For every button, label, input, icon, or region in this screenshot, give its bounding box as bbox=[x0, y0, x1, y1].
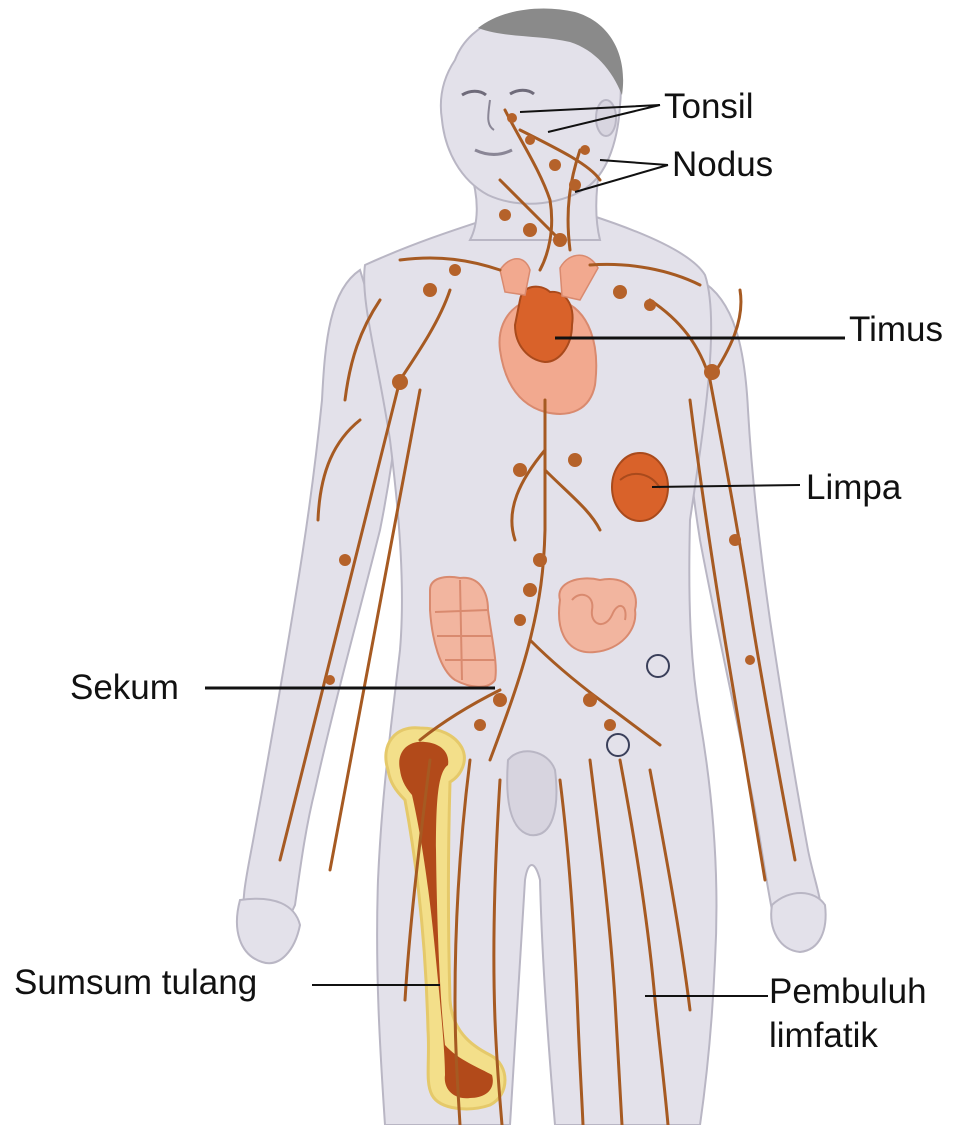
label-nodus: Nodus bbox=[672, 145, 773, 185]
lymph-node bbox=[392, 374, 408, 390]
lymph-node bbox=[613, 285, 627, 299]
label-tonsil: Tonsil bbox=[664, 87, 753, 127]
groin bbox=[507, 751, 556, 835]
lymph-node bbox=[604, 719, 616, 731]
lymph-node bbox=[493, 693, 507, 707]
lymph-node bbox=[525, 135, 535, 145]
lymph-node bbox=[523, 583, 537, 597]
left-hand bbox=[237, 899, 300, 963]
lymph-node bbox=[533, 553, 547, 567]
lymph-node bbox=[474, 719, 486, 731]
lymph-node bbox=[569, 179, 581, 191]
lymph-node bbox=[523, 223, 537, 237]
great-vessels-left bbox=[500, 259, 530, 295]
lymph-node bbox=[449, 264, 461, 276]
label-limpa: Limpa bbox=[806, 468, 901, 508]
label-pembuluh-line1: Pembuluh bbox=[769, 972, 927, 1012]
lymph-node bbox=[513, 463, 527, 477]
lymph-node bbox=[580, 145, 590, 155]
thymus-organ bbox=[515, 287, 573, 362]
lymph-node bbox=[704, 364, 720, 380]
lymph-node bbox=[339, 554, 351, 566]
label-sumsum-tulang: Sumsum tulang bbox=[14, 963, 257, 1003]
label-pembuluh-line2: limfatik bbox=[769, 1016, 878, 1056]
lymph-node bbox=[499, 209, 511, 221]
lymph-node bbox=[549, 159, 561, 171]
label-timus: Timus bbox=[849, 310, 943, 350]
right-hand bbox=[771, 893, 825, 952]
lymph-node bbox=[745, 655, 755, 665]
lymph-node bbox=[568, 453, 582, 467]
lymph-node bbox=[325, 675, 335, 685]
lymph-node bbox=[507, 113, 517, 123]
lymph-node bbox=[583, 693, 597, 707]
lymph-node bbox=[514, 614, 526, 626]
lymph-node bbox=[729, 534, 741, 546]
lymph-node bbox=[553, 233, 567, 247]
lymph-node bbox=[644, 299, 656, 311]
lymph-node bbox=[423, 283, 437, 297]
label-sekum: Sekum bbox=[70, 668, 179, 708]
